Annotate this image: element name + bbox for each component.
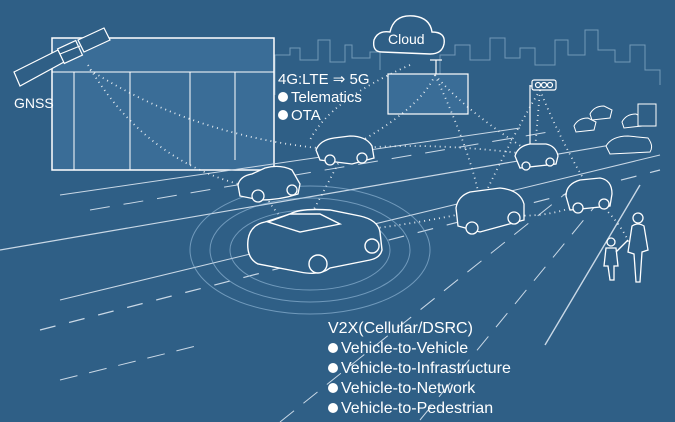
v2x-item: Vehicle-to-Vehicle [328,341,511,357]
car-icon [247,208,383,275]
distant-cars [573,103,657,155]
v2x-title: V2X(Cellular/DSRC) [328,320,473,337]
v2x-block: V2X(Cellular/DSRC) Vehicle-to-Vehicle Ve… [328,321,511,421]
car-icon [315,135,375,166]
road [0,127,661,422]
bullet-icon [328,363,338,373]
car-icon [565,177,613,214]
cloud-label: Cloud [388,31,425,47]
v2x-item: Vehicle-to-Network [328,381,511,397]
car-icon [514,143,559,171]
pedestrian-icon [603,212,649,283]
cell-tower-building [387,59,469,115]
car-icon [237,165,301,203]
network-title: 4G:LTE ⇒ 5G [278,71,370,88]
v2x-item: Vehicle-to-Infrastructure [328,361,511,377]
bullet-icon [328,403,338,413]
gnss-label: GNSS [14,95,54,111]
bullet-icon [328,383,338,393]
building-icon [51,37,275,171]
city-skyline [274,29,661,95]
satellite-icon [13,27,111,87]
traffic-light-icon [529,79,557,150]
network-item: Telematics [278,90,370,105]
v2x-item: Vehicle-to-Pedestrian [328,401,511,417]
network-item: OTA [278,108,370,123]
cloud-icon [372,15,445,55]
bullet-icon [278,110,288,120]
network-block: 4G:LTE ⇒ 5G Telematics OTA [278,72,370,126]
car-icon [455,187,525,235]
bullet-icon [328,343,338,353]
bullet-icon [278,92,288,102]
